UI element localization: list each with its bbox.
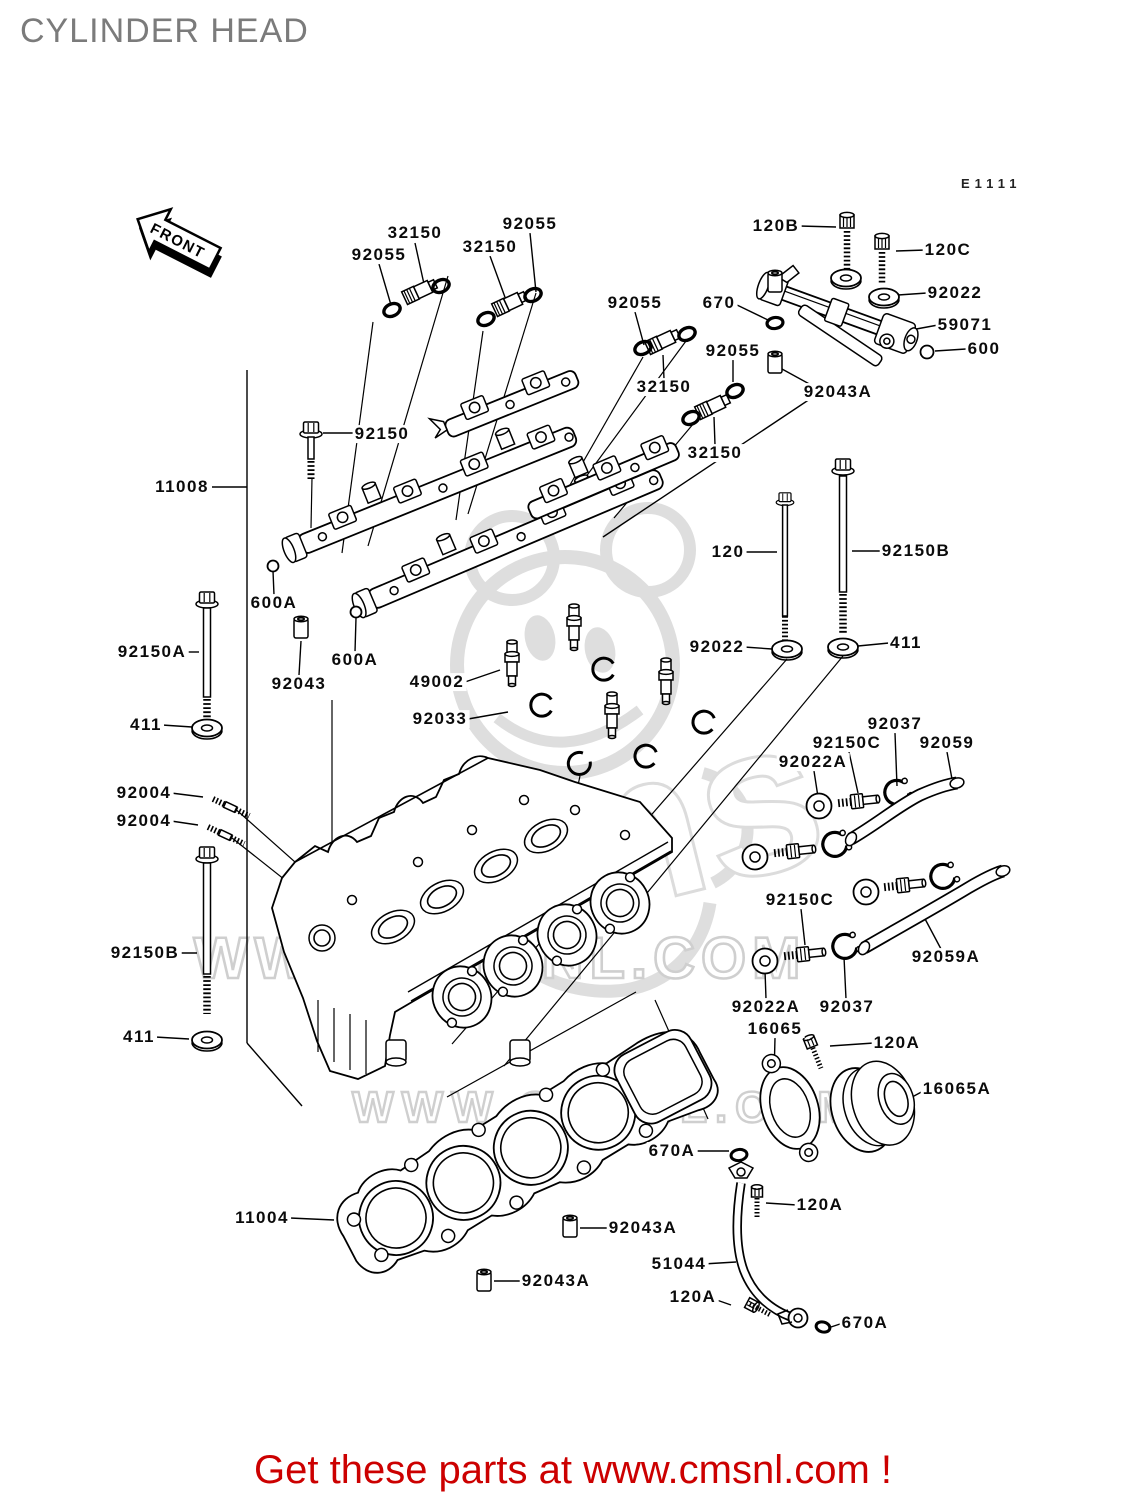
front-arrow-icon: FRONT bbox=[136, 207, 223, 278]
plug-600a bbox=[266, 559, 280, 573]
diagram-code: E1111 bbox=[961, 176, 1022, 191]
ball-600 bbox=[919, 344, 935, 360]
cam-holder-rail-3 bbox=[427, 369, 580, 439]
intake-flange bbox=[759, 1053, 821, 1163]
plug-600a bbox=[349, 605, 363, 619]
stud-92004 bbox=[211, 796, 251, 819]
bolt-120c bbox=[874, 232, 890, 284]
intake-duct bbox=[829, 1060, 916, 1153]
dowel-92043a bbox=[562, 1214, 578, 1238]
stud-92004 bbox=[206, 824, 246, 847]
page-title: CYLINDER HEAD bbox=[20, 12, 309, 50]
oil-pipe-51044 bbox=[727, 1147, 832, 1334]
bolt-120b bbox=[839, 211, 855, 269]
cam-holder-rail-2 bbox=[351, 469, 664, 619]
footer-banner-link[interactable]: Get these parts at www.cmsnl.com ! bbox=[254, 1448, 892, 1492]
cylinder-head-body bbox=[271, 755, 673, 1080]
head-gasket bbox=[336, 1029, 719, 1274]
dowel-92043a bbox=[476, 1268, 492, 1292]
bolt-120a-duct bbox=[801, 1032, 824, 1070]
spacer-92043 bbox=[293, 615, 309, 639]
cam-holder-rail-4 bbox=[527, 434, 680, 520]
cam-holder-rail-1 bbox=[281, 423, 578, 564]
breather-fittings bbox=[741, 775, 1011, 975]
oil-pipe-assembly bbox=[755, 211, 935, 374]
head-bolts bbox=[191, 421, 859, 1052]
oil-nozzles bbox=[380, 275, 747, 429]
